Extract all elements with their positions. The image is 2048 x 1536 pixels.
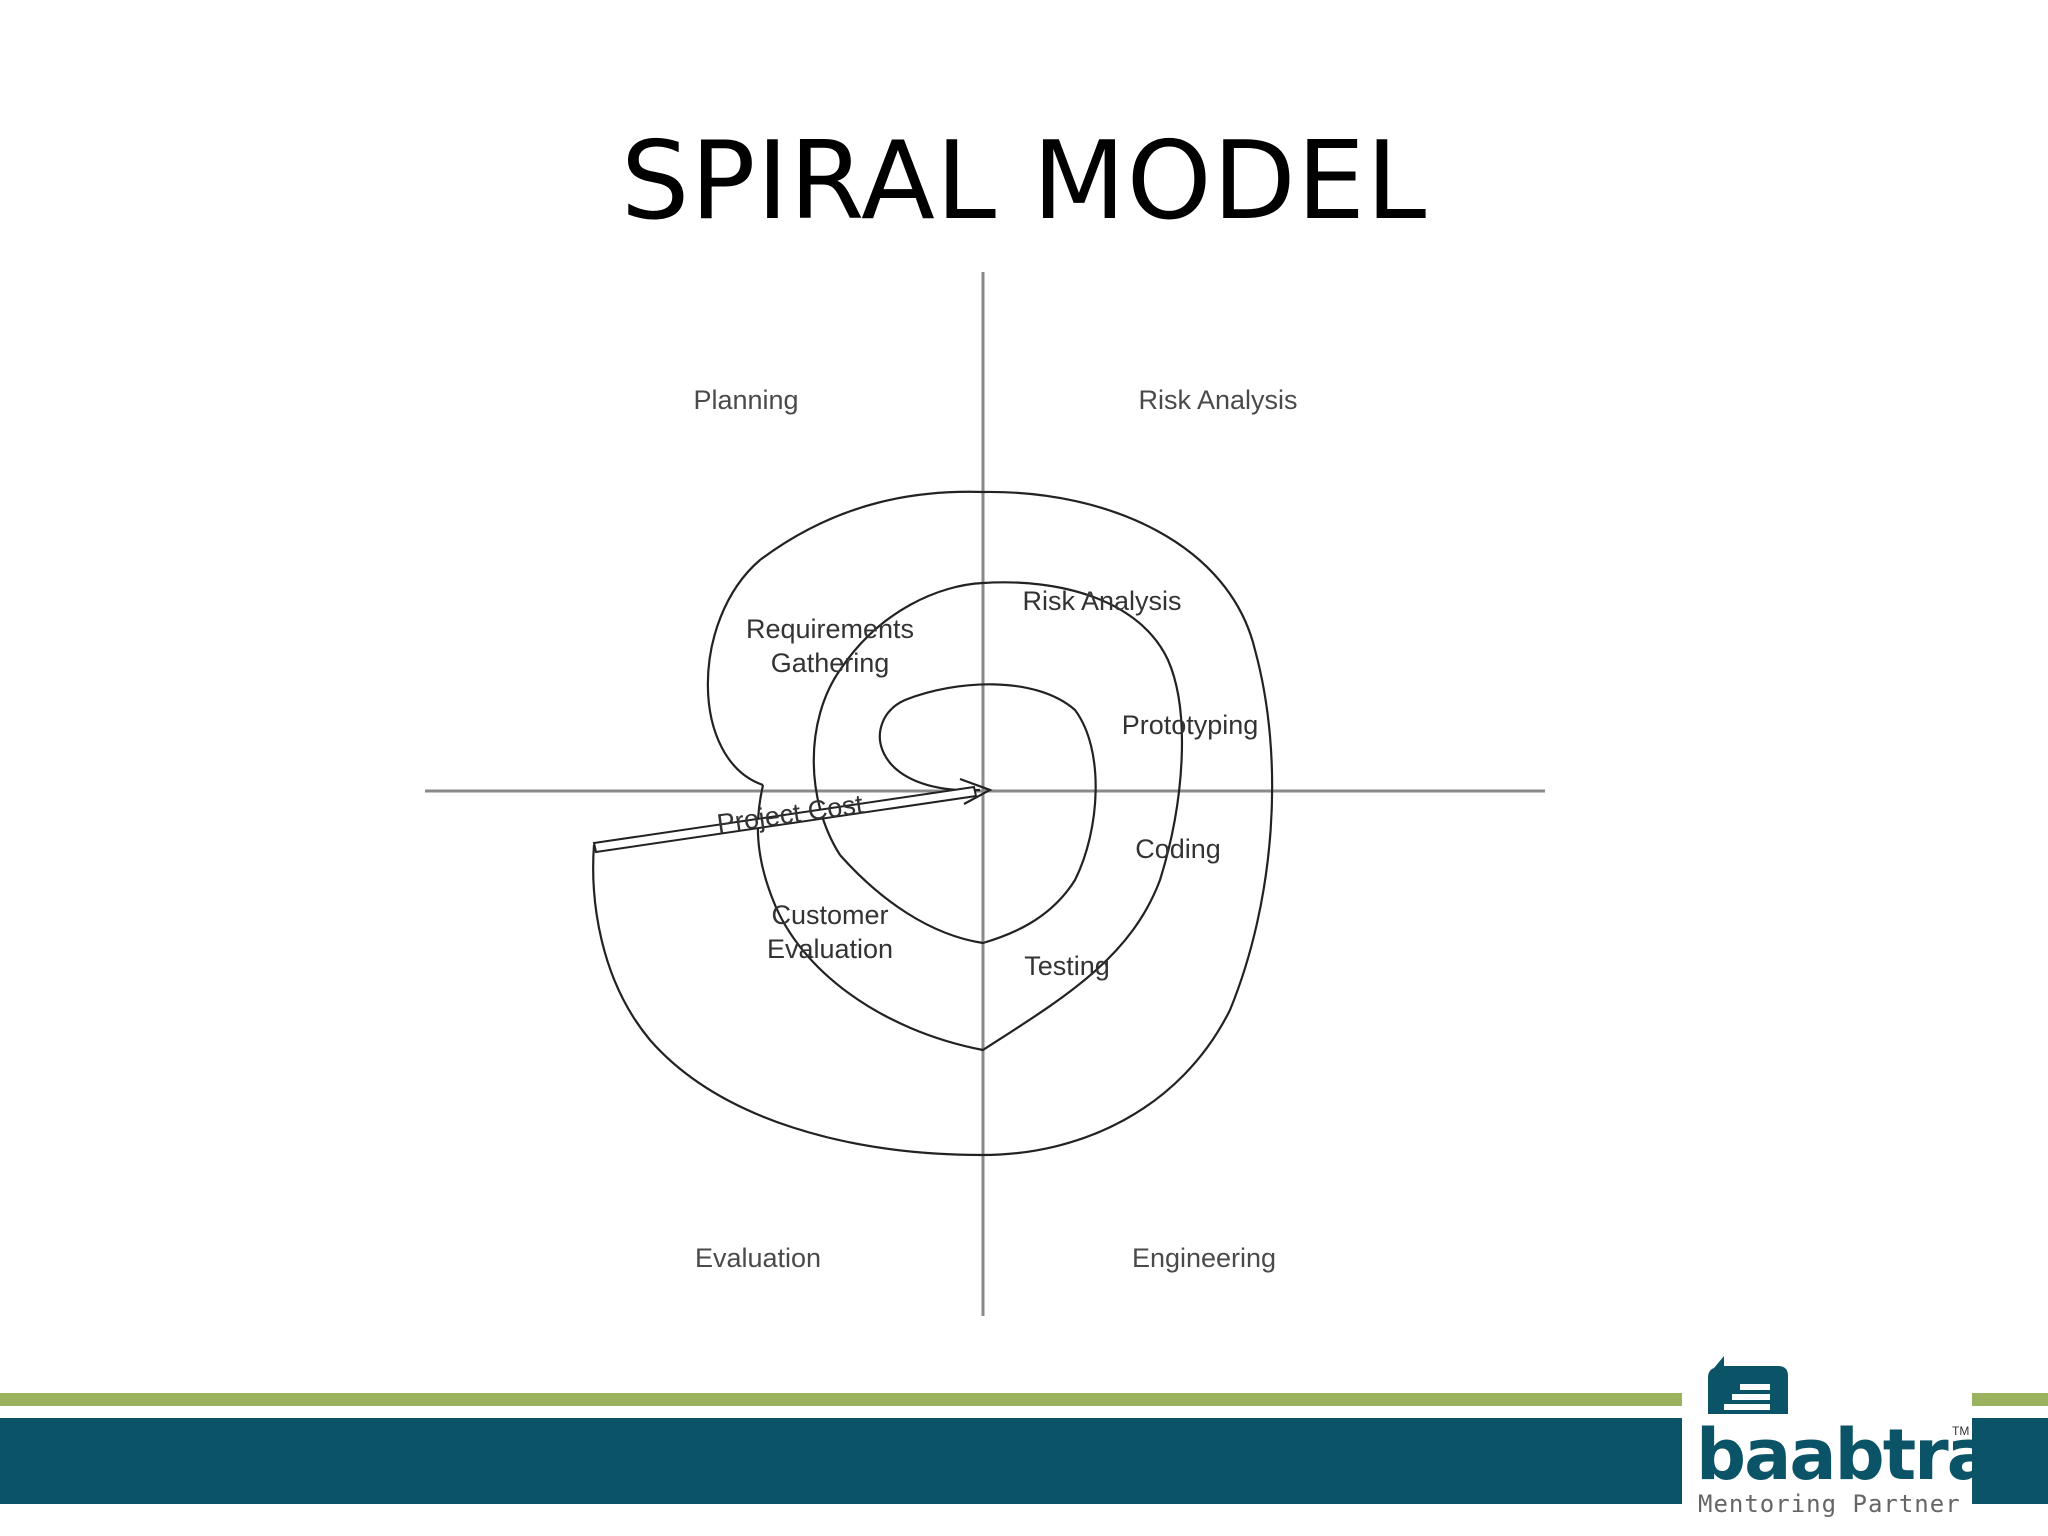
spiral-middle-loop (756, 581, 1184, 1052)
footer-green-stripe (0, 1393, 2048, 1406)
spiral-label-requirements-gathering: Requirements Gathering (746, 612, 914, 680)
requirements-line2: Gathering (770, 648, 890, 678)
slide-title: SPIRAL MODEL (620, 119, 1428, 244)
spiral-label-customer-evaluation: Customer Evaluation (767, 898, 893, 966)
customer-line1: Customer (771, 900, 889, 930)
project-cost-arrow (592, 777, 993, 854)
quadrant-label-engineering: Engineering (1131, 1243, 1277, 1273)
quadrant-label-evaluation: Evaluation (694, 1243, 822, 1273)
baabtra-logo: TM (1682, 1356, 1972, 1536)
spiral-label-coding: Coding (1135, 834, 1221, 864)
spiral-label-testing: Testing (1024, 951, 1110, 981)
quadrant-label-risk-analysis: Risk Analysis (1138, 385, 1298, 415)
logo-wordmark: baabtra (1696, 1414, 1994, 1496)
spiral-inner-loop (839, 683, 1097, 945)
logo-trademark: TM (1952, 1424, 1970, 1438)
baabtra-logo-mark-icon (1708, 1356, 1788, 1414)
customer-line2: Evaluation (766, 934, 894, 964)
spiral-label-risk-analysis: Risk Analysis (1022, 586, 1182, 616)
requirements-line1: Requirements (745, 614, 915, 644)
spiral-outer-loop (592, 490, 1274, 1157)
spiral-label-prototyping: Prototyping (1121, 710, 1259, 740)
logo-tagline: Mentoring Partner (1698, 1490, 1961, 1518)
quadrant-label-planning: Planning (693, 385, 799, 415)
